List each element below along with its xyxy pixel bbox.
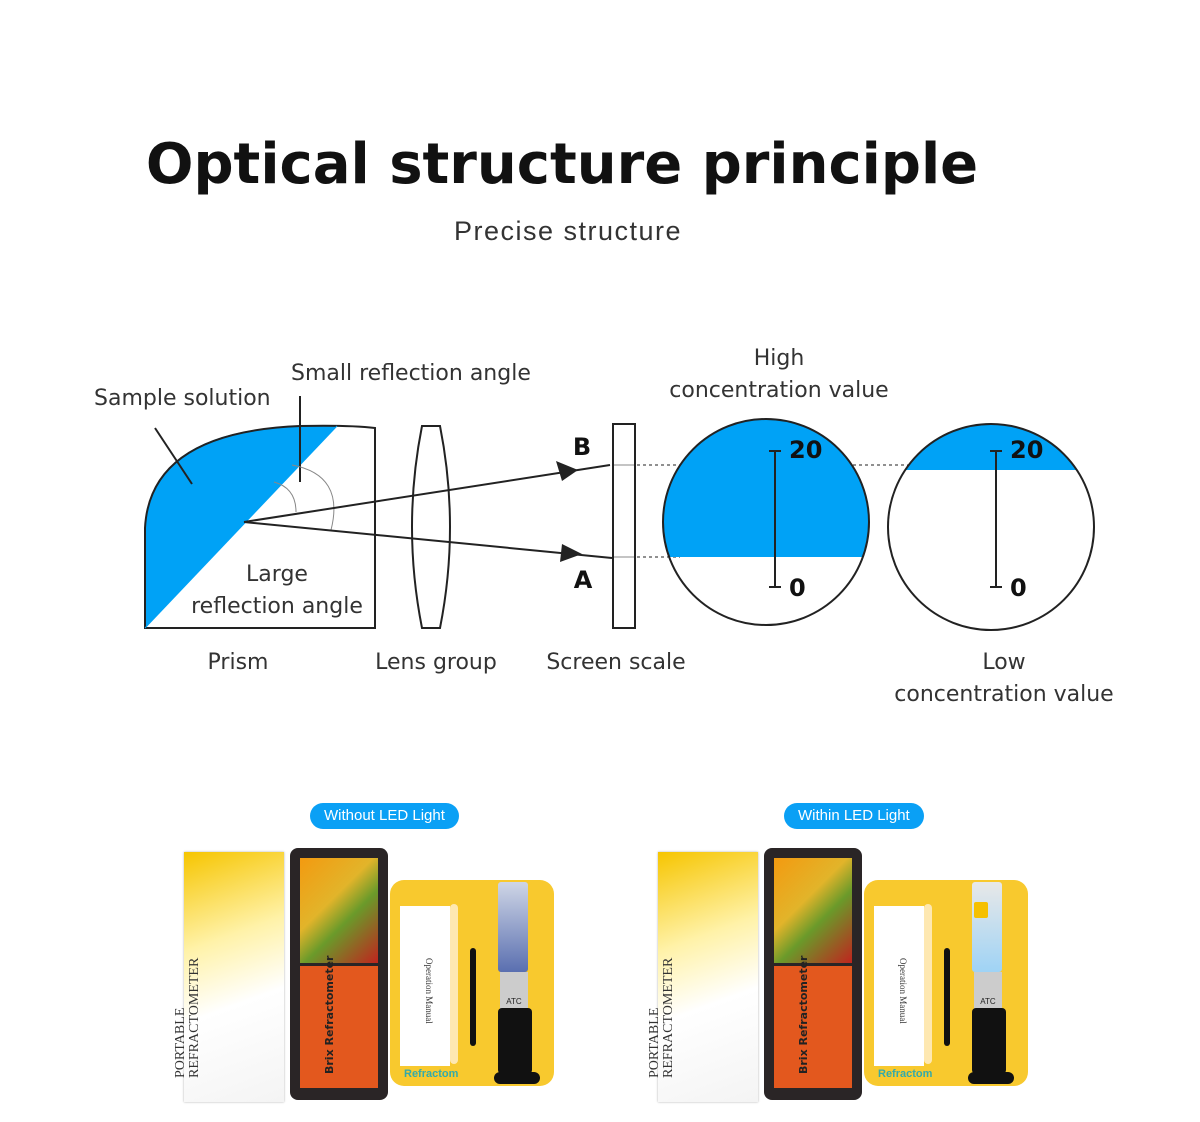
box-title-2: REFRACTOMETER [187,957,202,1078]
label-low-2: concentration value [894,682,1113,707]
page-subtitle: Precise structure [453,216,683,246]
label-high-2: concentration value [669,378,888,403]
badge-without-led: Without LED Light [310,803,459,829]
lens-group [411,425,451,629]
label-ray-b: B [573,433,591,461]
low-scale-bottom: 0 [1010,574,1027,602]
high-scale-top: 20 [789,436,822,464]
carry-case: Brix Refractometer [290,848,388,1100]
large-angle-arc [291,464,335,531]
optical-diagram: Sample solution Small reflection angle L… [94,346,1114,707]
high-concentration-view [662,418,870,626]
high-scale-bottom: 0 [789,574,806,602]
label-large-angle-1: Large [246,562,308,587]
pipette [924,904,932,1064]
refractometer [498,882,528,972]
page-title: Optical structure principle [145,132,979,197]
refractometer [972,882,1002,972]
arrow-b [556,461,578,481]
screwdriver [944,948,950,1046]
high-fill [663,419,869,557]
manual [400,906,450,1066]
cloth-text: Refractom [878,1068,933,1080]
label-low-1: Low [982,650,1025,675]
label-ray-a: A [574,566,593,594]
box-title-1: PORTABLE [647,1007,662,1078]
arrow-a [560,544,582,562]
label-large-angle-2: reflection angle [191,594,363,619]
label-prism: Prism [208,650,269,675]
label-small-angle: Small reflection angle [291,361,531,386]
led-light-icon [974,902,988,918]
ray-b [243,464,611,523]
manual-title: Operation Manual [424,958,434,1024]
screwdriver [470,948,476,1046]
case-label: Brix Refractometer [797,955,810,1074]
case-label: Brix Refractometer [323,955,336,1074]
cloth-text: Refractom [404,1068,459,1080]
small-angle-arc [273,481,297,513]
ray-a [243,521,613,559]
label-lens-group: Lens group [375,650,497,675]
box-title-2: REFRACTOMETER [661,957,676,1078]
manual-title: Operation Manual [898,958,908,1024]
label-sample-solution: Sample solution [94,386,271,411]
manual [874,906,924,1066]
atc-label: ATC [974,972,1002,1010]
carry-case: Brix Refractometer [764,848,862,1100]
pipette [450,904,458,1064]
box-title-1: PORTABLE [173,1007,188,1078]
low-scale-top: 20 [1010,436,1043,464]
badge-within-led: Within LED Light [784,803,924,829]
screen-scale [612,423,636,629]
sample-pointer [154,427,193,485]
atc-label: ATC [500,972,528,1010]
label-screen-scale: Screen scale [546,650,685,675]
prism-outline [144,424,376,629]
label-high-1: High [754,346,805,371]
low-concentration-view [887,423,1095,631]
